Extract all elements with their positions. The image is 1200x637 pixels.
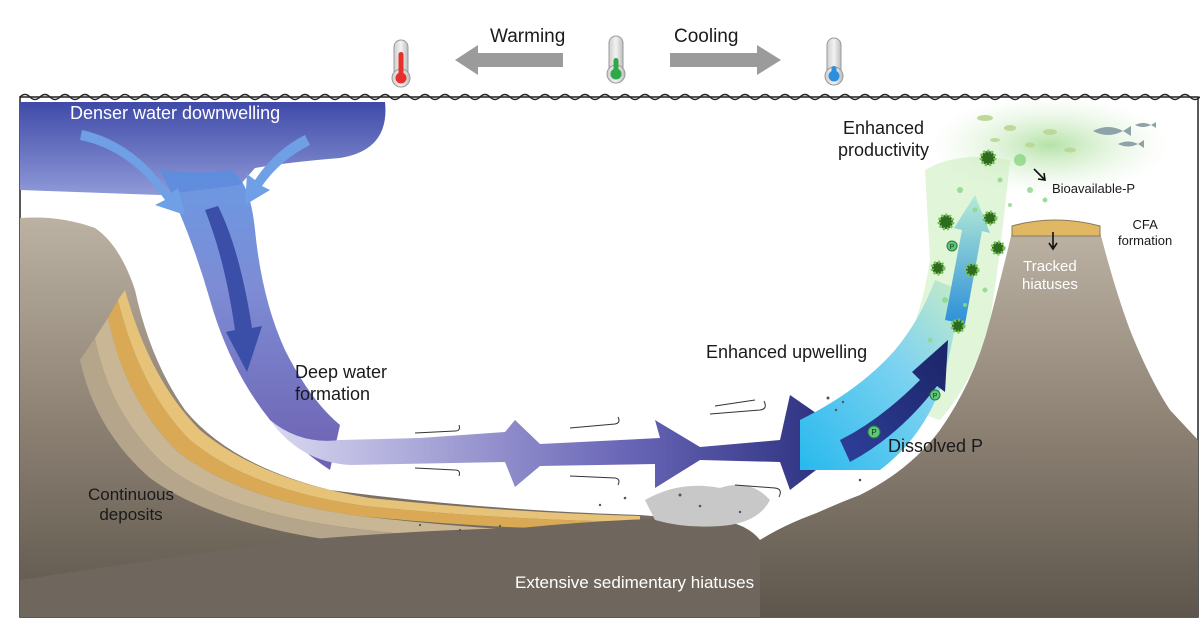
p-marker-3: P [950,244,955,251]
phosphate-markers [867,240,958,439]
grain-speckles [418,396,862,532]
thermometer-warm-icon [391,39,411,88]
plankton-shapes [977,115,1076,153]
upwelling-light-arrow-icon [945,195,990,324]
hiatus-rubble [645,484,770,527]
downwelling-arrow-deep-icon [205,206,262,372]
deep-water-line-1: Deep water [295,362,388,382]
p-marker-1: P [871,428,876,437]
cooling-arrow-icon [670,45,781,75]
bioavailable-arrow-icon [1033,168,1046,181]
productivity-line-1: Enhanced [842,118,925,138]
continuous-deposits-label: Continuous deposits [88,485,174,526]
downwelling-arrow-left-icon [80,130,185,215]
cfa-arrow-icon [1048,232,1058,251]
thermometer-neutral-icon [606,35,626,84]
tracked-hiatuses-label: Tracked hiatuses [1022,258,1078,294]
tracked-line-2: hiatuses [1022,276,1078,293]
cfa-formation-label: CFA formation [1118,217,1172,248]
downwelling-label: Denser water downwelling [70,103,281,123]
phytoplankton-cells [930,149,1006,334]
enhanced-upwelling-label: Enhanced upwelling [706,342,868,362]
continuous-line-1: Continuous [88,485,175,504]
seamount [760,232,1198,617]
nutrient-particles [927,154,1048,343]
deep-water-line-2: formation [295,383,371,404]
upwelling-arrow-icon [840,340,948,462]
cfa-line-2: formation [1118,232,1173,248]
extensive-hiatuses-label: Extensive sedimentary hiatuses [515,573,755,592]
downwelling-water-mass [20,102,386,195]
dissolved-p-label: Dissolved P [888,436,984,456]
cooling-label: Cooling [674,26,739,47]
fish-icons [1093,122,1156,148]
sediment-layer-1 [118,290,640,522]
vortex-marks [414,399,781,498]
p-marker-2: P [933,393,938,400]
deep-water-conveyor [270,395,855,490]
bioavailable-p-label: Bioavailable-P [1052,181,1136,196]
warming-label: Warming [490,26,566,47]
productivity-line-2: productivity [838,139,930,160]
thermometer-cold-icon [824,37,844,86]
deep-water-formation-label: Deep water formation [295,362,387,405]
cfa-cap [1011,219,1101,237]
tracked-line-1: Tracked [1023,258,1077,275]
upwelling-stream [800,280,960,470]
cfa-line-1: CFA [1132,217,1158,232]
sediment-layer-4 [80,338,520,552]
sediment-layer-3 [95,318,600,542]
downwelling-arrow-right-icon [245,135,310,205]
continuous-line-2: deposits [99,505,163,525]
warming-arrow-icon [455,45,563,75]
enhanced-productivity-label: Enhanced productivity [838,118,929,161]
sediment-layer-2 [108,300,640,530]
